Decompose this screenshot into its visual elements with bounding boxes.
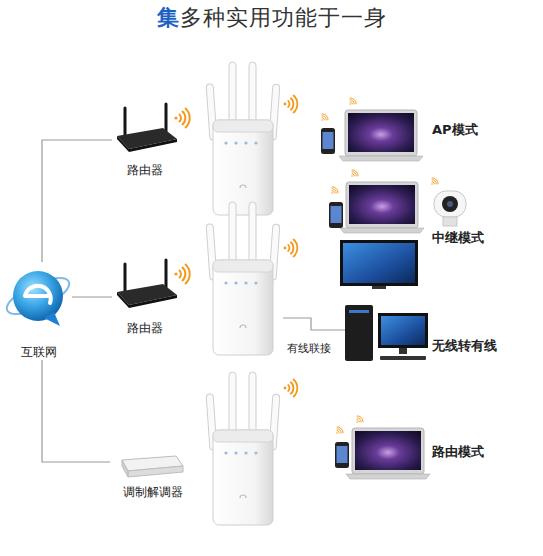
laptop-icon [340, 182, 424, 233]
device-label: 路由器 [127, 162, 163, 178]
diagram-title: 集多种实用功能于一身 [0, 3, 543, 33]
mode-label: AP模式 [432, 121, 478, 139]
camera-icon [434, 191, 466, 226]
wifi-signal [346, 96, 357, 107]
device-label: 互联网 [21, 344, 57, 360]
device-label: 调制解调器 [123, 484, 183, 500]
device-label: 路由器 [127, 320, 163, 336]
phone-icon [329, 202, 343, 228]
phone-icon [335, 442, 349, 468]
wifi-signal [353, 414, 364, 425]
wifi-signal [333, 425, 344, 436]
wifi-signal [328, 185, 339, 196]
wire-label: 有线联接 [287, 341, 331, 356]
device-node: 互联网 [6, 262, 72, 360]
laptop-icon [339, 110, 423, 161]
modem-icon [122, 456, 183, 477]
mode-label: 路由模式 [432, 443, 484, 461]
ethernet-wire [283, 318, 345, 330]
wifi-signal [318, 112, 329, 123]
router-icon [117, 260, 177, 308]
router-icon [117, 104, 177, 152]
repeater-icon [206, 202, 280, 355]
wifi-signal [284, 239, 298, 257]
tv-icon [340, 240, 418, 289]
laptop-icon [346, 428, 430, 479]
wifi-signal [174, 108, 189, 128]
network-cable [72, 296, 112, 297]
device-node: 路由器 [112, 258, 178, 336]
wifi-signal [348, 168, 359, 179]
network-cable [42, 360, 110, 462]
pc-icon [345, 305, 428, 361]
wifi-signal [284, 379, 298, 397]
wifi-signal [174, 264, 189, 284]
repeater-icon [206, 372, 280, 525]
mode-label: 无线转有线 [432, 337, 497, 355]
phone-icon [321, 128, 335, 154]
mode-label: 中继模式 [432, 229, 484, 247]
wifi-signal [428, 176, 439, 187]
device-node: 调制解调器 [110, 448, 196, 500]
device-node: 路由器 [112, 98, 178, 178]
internet-globe [2, 271, 74, 326]
network-cable [42, 140, 112, 262]
wifi-signal [284, 95, 298, 113]
repeater-icon [206, 62, 280, 215]
